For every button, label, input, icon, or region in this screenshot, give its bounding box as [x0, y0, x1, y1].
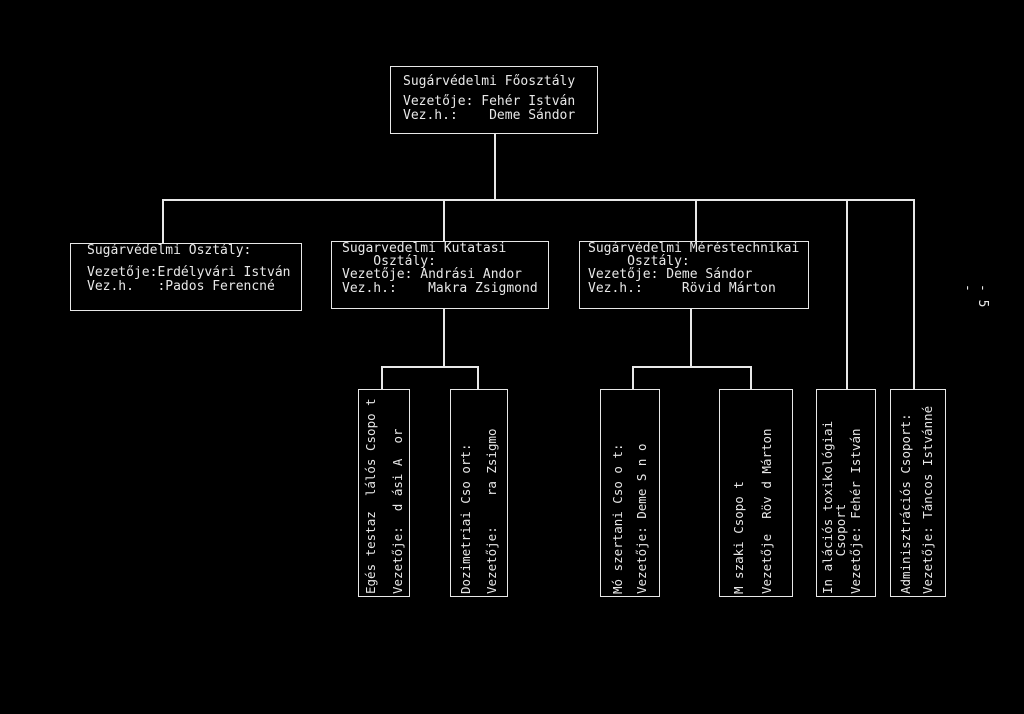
- connector: [695, 199, 697, 243]
- department-deputy: Vez.h.: Makra Zsigmond: [342, 281, 538, 296]
- group-title: Egés testaz lálós Csopo t: [363, 398, 378, 594]
- department-subtitle: Osztály:: [588, 254, 690, 269]
- group-head: Vezetője: Táncos Istvánné: [920, 405, 935, 594]
- group-box-5: In alációs toxikológiai Csoport Vezetője…: [816, 389, 876, 597]
- group-box-1: Egés testaz lálós Csopo t Vezetője: d ás…: [358, 389, 410, 597]
- department-subtitle: Osztály:: [342, 254, 436, 269]
- group-title-line2: Csoport: [833, 503, 848, 594]
- connector: [162, 199, 164, 243]
- main-department-head: Vezetője: Fehér István: [403, 94, 576, 109]
- group-title: M szaki Csopo t: [731, 481, 746, 594]
- group-head: Vezetője: Fehér István: [848, 428, 863, 594]
- department-head: Vezetője:Erdélyvári István: [87, 265, 291, 280]
- group-head: Vezetője: Deme S n o: [634, 443, 649, 594]
- department-deputy: Vez.h.: Rövid Márton: [588, 281, 776, 296]
- connector: [846, 199, 848, 390]
- department-title: Sugárvédelmi Méréstechnikai: [588, 241, 800, 256]
- group-box-4: M szaki Csopo t Vezetője Röv d Márton: [719, 389, 793, 597]
- group-title: Mó szertani Cso o t:: [610, 443, 625, 594]
- connector: [381, 366, 478, 368]
- group-title: Dozimetriai Cso ort:: [458, 443, 473, 594]
- connector: [381, 366, 383, 390]
- department-head: Vezetője: Deme Sándor: [588, 267, 753, 282]
- department-title: Sugarvedelmi Kutatasi: [342, 241, 507, 256]
- connector: [162, 199, 914, 201]
- connector: [913, 199, 915, 390]
- main-department-box: Sugárvédelmi Főosztály Vezetője: Fehér I…: [390, 66, 598, 134]
- connector: [750, 366, 752, 390]
- main-department-title: Sugárvédelmi Főosztály: [403, 74, 576, 89]
- main-department-deputy: Vez.h.: Deme Sándor: [403, 108, 576, 123]
- department-deputy: Vez.h. :Pados Ferencné: [87, 279, 275, 294]
- group-box-6: Adminisztrációs Csoport: Vezetője: Tánco…: [890, 389, 946, 597]
- group-head: Vezetője: d ási A or: [390, 428, 405, 594]
- group-head: Vezetője: ra Zsigmo: [484, 428, 499, 594]
- connector: [443, 309, 445, 367]
- connector: [477, 366, 479, 390]
- department-title: Sugárvédelmi Osztály:: [87, 243, 252, 258]
- connector: [632, 366, 634, 390]
- group-title: Adminisztrációs Csoport:: [898, 413, 913, 594]
- department-head: Vezetője: Andrási Andor: [342, 267, 523, 282]
- group-head: Vezetője Röv d Márton: [759, 428, 774, 594]
- department-box-1: Sugárvédelmi Osztály: Vezetője:Erdélyvár…: [70, 243, 302, 311]
- connector: [690, 309, 692, 367]
- group-box-3: Mó szertani Cso o t: Vezetője: Deme S n …: [600, 389, 660, 597]
- department-box-3: Sugárvédelmi Méréstechnikai Osztály: Vez…: [579, 241, 809, 309]
- connector: [632, 366, 751, 368]
- connector: [494, 134, 496, 200]
- connector: [443, 199, 445, 243]
- page-number: - 5 -: [960, 284, 990, 308]
- group-box-2: Dozimetriai Cso ort: Vezetője: ra Zsigmo: [450, 389, 508, 597]
- department-box-2: Sugarvedelmi Kutatasi Osztály: Vezetője:…: [331, 241, 549, 309]
